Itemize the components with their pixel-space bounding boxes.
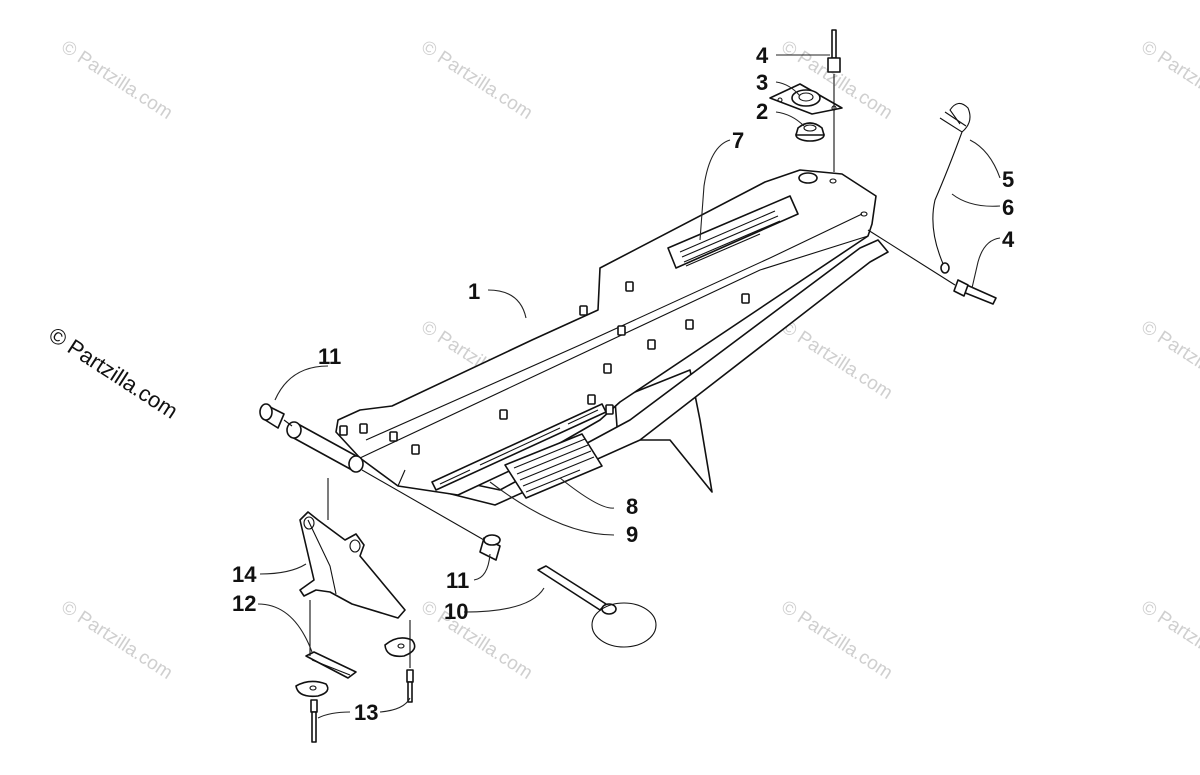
watermark: © Partzilla.com [1137,317,1200,404]
watermark: © Partzilla.com [417,37,536,124]
washer-left [295,680,329,698]
part-11-bushing-lower [361,469,501,561]
part-5-clip [939,102,971,133]
watermark: © Partzilla.com [777,597,896,684]
watermark: © Partzilla.com [777,317,896,404]
watermark: © Partzilla.com [417,597,536,684]
part-12-pad [305,600,357,679]
part-1-board [286,169,889,506]
decal-9 [431,403,607,491]
part-10-hitch-pin [537,565,657,648]
callout-7: 7 [732,128,744,153]
callout-14: 14 [232,562,257,587]
callout-10: 10 [444,599,468,624]
callout-1: 1 [468,279,480,304]
callout-8: 8 [626,494,638,519]
callout-2: 2 [756,99,768,124]
part-11-bushing-left [259,403,293,429]
callout-6: 6 [1002,195,1014,220]
watermark: © Partzilla.com [1137,37,1200,124]
watermark: © Partzilla.com [57,37,176,124]
callout-4-right: 4 [1002,227,1015,252]
watermark: © Partzilla.com [1137,597,1200,684]
part-4-pin-right [867,229,997,305]
callouts: 4 3 2 7 5 6 4 1 11 8 9 11 10 14 12 13 [232,43,1015,725]
part-6-lanyard [932,131,963,274]
callout-4-top: 4 [756,43,769,68]
callout-11-left: 11 [318,344,341,369]
part-3-flange-plate [769,83,843,115]
part-2-grommet [795,122,825,142]
callout-5: 5 [1002,167,1014,192]
callout-3: 3 [756,70,768,95]
rivet-holes [339,281,750,455]
decal-8 [504,433,603,499]
part-14-bracket [299,478,406,619]
part-13-rivets [310,620,414,743]
washer-right [384,637,416,658]
callout-13: 13 [354,700,378,725]
decal-7 [667,195,799,269]
part-4-rivet-top [827,29,841,172]
callout-12: 12 [232,591,256,616]
callout-11-lower: 11 [446,568,469,593]
leader-lines [257,54,1001,719]
watermark: © Partzilla.com [57,597,176,684]
hinge-tube [286,421,364,473]
callout-9: 9 [626,522,638,547]
